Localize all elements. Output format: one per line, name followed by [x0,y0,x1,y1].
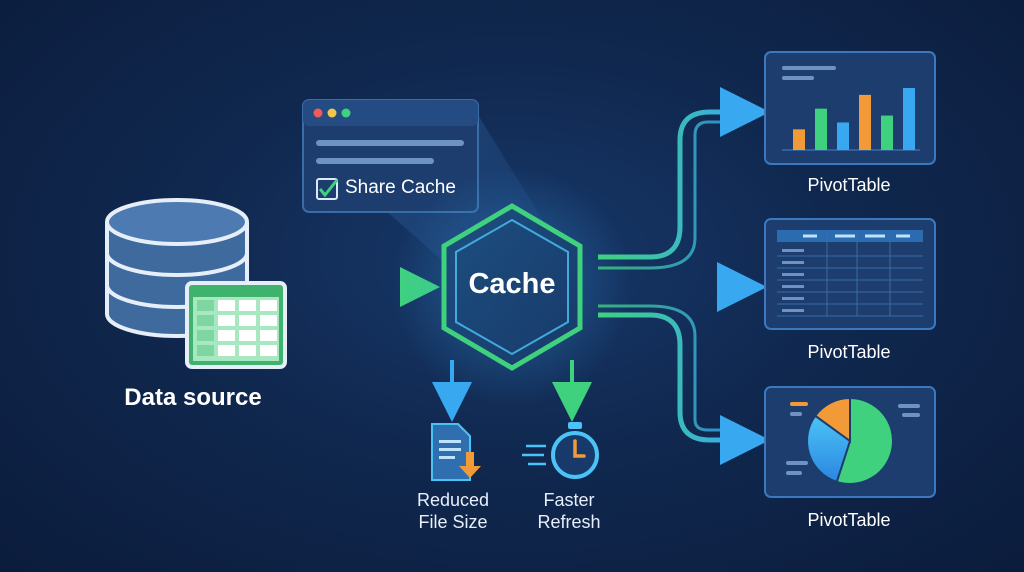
reduced-file-size-label: Reduced File Size [383,489,523,533]
faster-refresh-label: Faster Refresh [499,489,639,533]
document-download-icon [431,423,481,481]
pivot-card-pie-chart [764,386,936,498]
flow-to-pivot-3b [598,304,728,432]
checkbox-icon[interactable] [316,178,339,200]
sheet-cell [197,345,214,356]
sheet-cell [260,315,277,326]
faster-line-2: Refresh [537,512,601,532]
reduced-line-2: File Size [418,512,488,532]
sheet-cell [260,330,277,341]
sheet-cell [218,315,235,326]
share-cache-label[interactable]: Share Cache [345,177,456,198]
mini-table-row-label [782,249,804,252]
mini-table-row-label [782,297,804,300]
reduced-line-1: Reduced [416,490,490,510]
mini-table-row-label [782,309,804,312]
spreadsheet-icon [185,281,287,369]
stopwatch-icon [522,422,599,479]
flow-to-pivot-3 [598,312,770,465]
cache-hexagon-inner [455,218,569,356]
sheet-cell [218,345,235,356]
sheet-cell [239,315,256,326]
mini-table-header-text [803,234,817,238]
sheet-cell [239,300,256,311]
faster-line-1: Faster [543,490,595,510]
sheet-cell [197,300,214,311]
mini-table-header-text [865,234,885,238]
mini-bar [859,94,871,150]
mini-bar [837,122,849,150]
sheet-cell [239,345,256,356]
sheet-cell [218,300,235,311]
mini-table-row-label [782,261,804,264]
data-source-label: Data source [124,384,262,411]
mini-bar [815,108,827,150]
sheet-cell [239,330,256,341]
share-cache-panel [302,99,479,213]
sheet-cell [197,330,214,341]
sheet-cell [197,315,214,326]
pivot-card-table [764,218,936,330]
mini-table-header-text [896,234,910,238]
sheet-cell [260,300,277,311]
mini-table-row-label [782,273,804,276]
pivot-table-label-1: PivotTable [807,175,891,195]
cache-label: Cache [468,268,556,300]
sheet-cell [260,345,277,356]
mini-bar [793,129,805,150]
flow-to-pivot-1b [598,120,728,270]
pivot-table-label-2: PivotTable [807,342,891,362]
pivot-table-label-3: PivotTable [807,510,891,530]
mini-table-header-text [835,234,855,238]
mini-pie-slice [813,396,851,443]
mini-bar [881,115,893,150]
mini-bar [903,88,915,150]
mini-pie-slice [806,414,852,484]
pivot-card-bar-chart [764,51,936,165]
flow-to-pivot-1 [598,87,770,260]
sheet-cell [218,330,235,341]
cache-hexagon [441,203,583,371]
mini-table-row-label [782,285,804,288]
